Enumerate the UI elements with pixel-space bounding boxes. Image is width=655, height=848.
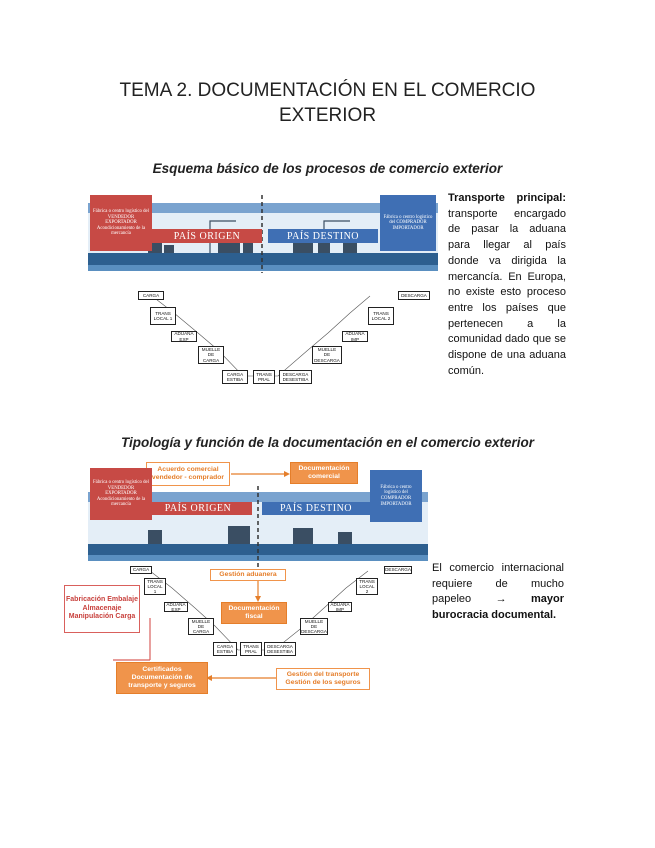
side-text-body-2: El comercio internacional requiere de mu…: [432, 562, 564, 606]
importer-factory-box-2: Fábrica o centro logístico del COMPRADOR…: [370, 470, 422, 522]
side-text-bold: Transporte principal:: [448, 192, 566, 204]
section1-side-text: Transporte principal: transporte encarga…: [448, 191, 566, 379]
trade-process-diagram-2: Acuerdo comercial vendedor - comprador D…: [64, 460, 428, 700]
pais-destino-label: PAÍS DESTINO: [268, 229, 378, 243]
certificados-box: Certificados Documentación de transporte…: [116, 662, 208, 694]
pais-destino-label-2: PAÍS DESTINO: [262, 502, 370, 515]
importer-factory-box: Fábrica o centro logístico del COMPRADOR…: [380, 195, 436, 251]
step-descarga-desestiba: DESCARGA DESESTIBA: [279, 370, 312, 384]
fabricacion-box: Fabricación Embalaje Almacenaje Manipula…: [64, 585, 140, 633]
step-carga-estiba: CARGA ESTIBA: [222, 370, 248, 384]
step-trans-local-1: TRANS LOCAL 1: [150, 307, 176, 325]
step-muelle-carga: MUELLE DE CARGA: [198, 346, 224, 364]
step-muelle-descarga: MUELLE DE DESCARGA: [312, 346, 342, 364]
step-muelle-descarga-2: MUELLE DE DESCARGA: [300, 618, 328, 635]
exporter-factory-box: Fábrica o centro logístico del VENDEDOR …: [90, 195, 152, 251]
page-title-line1: TEMA 2. DOCUMENTACIÓN EN EL COMERCIO: [119, 80, 536, 101]
step-trans-pral: TRANS PRAL: [253, 370, 275, 384]
gestion-aduanera-box: Gestión aduanera: [210, 569, 286, 581]
step-descarga: DESCARGA: [398, 291, 430, 300]
gestion-transporte-box: Gestión del transporte Gestión de los se…: [276, 668, 370, 690]
page-title-line2: EXTERIOR: [278, 105, 377, 126]
section2-side-text: El comercio internacional requiere de mu…: [432, 561, 564, 624]
step-carga-estiba-2: CARGA ESTIBA: [213, 642, 237, 656]
documentacion-comercial-box: Documentación comercial: [290, 462, 358, 484]
step-aduana-exp-2: ADUANA EXP: [164, 602, 188, 612]
right-arrow-icon: →: [495, 593, 507, 606]
section1-heading: Esquema básico de los procesos de comerc…: [152, 161, 503, 176]
pais-origen-label: PAÍS ORIGEN: [152, 229, 262, 243]
step-carga: CARGA: [138, 291, 164, 300]
step-aduana-exp: ADUANA EXP: [171, 331, 197, 342]
documentacion-fiscal-box: Documentación fiscal: [221, 602, 287, 624]
side-text-body: transporte encargado de pasar la aduana …: [448, 207, 566, 377]
step-trans-local-1-2: TRANS LOCAL 1: [144, 578, 166, 595]
section2-heading: Tipología y función de la documentación …: [120, 435, 535, 450]
pais-origen-label-2: PAÍS ORIGEN: [144, 502, 252, 515]
step-aduana-imp-2: ADUANA IMP: [328, 602, 352, 612]
step-muelle-carga-2: MUELLE DE CARGA: [188, 618, 214, 635]
step-aduana-imp: ADUANA IMP: [342, 331, 368, 342]
side-text-bold-2: mayor burocracia documental.: [432, 593, 564, 622]
step-trans-local-2-2: TRANS LOCAL 2: [356, 578, 378, 595]
step-trans-pral-2: TRANS PRAL: [240, 642, 262, 656]
step-carga-2: CARGA: [130, 566, 152, 574]
step-trans-local-2: TRANS LOCAL 2: [368, 307, 394, 325]
step-descarga-2: DESCARGA: [384, 566, 412, 574]
step-descarga-desestiba-2: DESCARGA DESESTIBA: [264, 642, 296, 656]
exporter-factory-box-2: Fábrica o centro logístico del VENDEDOR …: [90, 468, 152, 520]
acuerdo-comercial-box: Acuerdo comercial vendedor - comprador: [146, 462, 230, 486]
trade-process-diagram-1: Fábrica o centro logístico del VENDEDOR …: [88, 193, 438, 393]
